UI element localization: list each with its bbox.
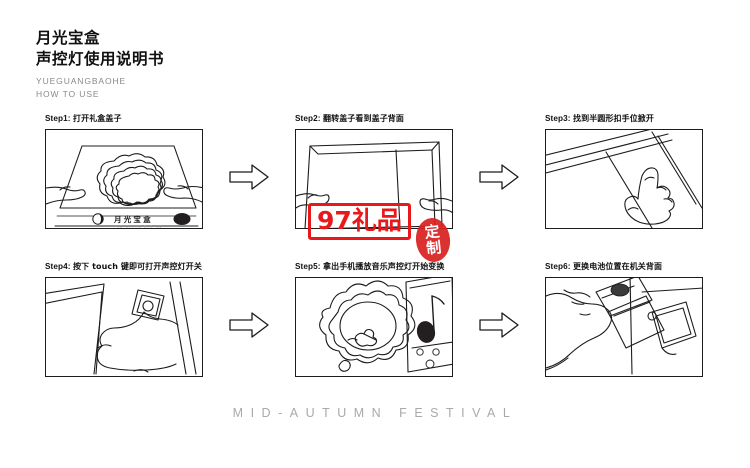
step-3-description: 找到半圆形扣手位掀开 — [573, 114, 654, 123]
arrow-right-icon-2 — [478, 162, 520, 192]
step-2-description: 翻转盖子看到盖子背面 — [323, 114, 404, 123]
step-6-number: Step6: — [545, 262, 571, 271]
step-3-number: Step3: — [545, 114, 571, 123]
arrow-right-icon-3 — [228, 310, 270, 340]
step-1-number: Step1: — [45, 114, 71, 123]
arrow-right-icon-1 — [228, 162, 270, 192]
step-6-label: Step6: 更换电池位置在机关背面 — [545, 261, 705, 272]
step-4-illustration — [45, 277, 203, 377]
step-6: Step6: 更换电池位置在机关背面 — [545, 261, 705, 377]
page-title-line2: 声控灯使用说明书 — [36, 50, 165, 68]
step-1-description: 打开礼盒盖子 — [73, 114, 122, 123]
step-3-illustration — [545, 129, 703, 229]
step-3-label: Step3: 找到半圆形扣手位掀开 — [545, 113, 705, 124]
page-subtitle-pinyin: YUEGUANGBAOHE — [36, 76, 127, 86]
page-header: 月光宝盒 声控灯使用说明书 YUEGUANGBAOHE HOW TO USE — [36, 28, 436, 101]
svg-text:YUE GUANG BAO HE: YUE GUANG BAO HE — [114, 225, 163, 229]
step-3: Step3: 找到半圆形扣手位掀开 — [545, 113, 705, 229]
step-4: Step4: 按下 touch 键即可打开声控灯开关 — [45, 261, 205, 377]
step-1: Step1: 打开礼盒盖子 — [45, 113, 205, 229]
step-5: Step5: 拿出手机播放音乐声控灯开始变换 — [295, 261, 455, 377]
step-2-illustration — [295, 129, 453, 229]
step-1-label: Step1: 打开礼盒盖子 — [45, 113, 205, 124]
step-4-description: 按下 touch 键即可打开声控灯开关 — [73, 262, 202, 271]
step-1-illustration: 月光宝盒 YUE GUANG BAO HE — [45, 129, 203, 229]
page-title-line1: 月光宝盒 — [36, 29, 101, 47]
step-2: Step2: 翻转盖子看到盖子背面 — [295, 113, 455, 229]
step-5-description: 拿出手机播放音乐声控灯开始变换 — [323, 262, 445, 271]
svg-text:月光宝盒: 月光宝盒 — [113, 214, 153, 224]
step-2-label: Step2: 翻转盖子看到盖子背面 — [295, 113, 455, 124]
step-2-number: Step2: — [295, 114, 321, 123]
arrow-right-icon-4 — [478, 310, 520, 340]
step-4-label: Step4: 按下 touch 键即可打开声控灯开关 — [45, 261, 205, 272]
footer-slogan: MID-AUTUMN FESTIVAL — [232, 406, 518, 420]
step-6-illustration — [545, 277, 703, 377]
step-5-illustration — [295, 277, 453, 377]
step-4-number: Step4: — [45, 262, 71, 271]
step-6-description: 更换电池位置在机关背面 — [573, 262, 663, 271]
page-subtitle-howto: HOW TO USE — [36, 89, 100, 99]
step-5-label: Step5: 拿出手机播放音乐声控灯开始变换 — [295, 261, 455, 272]
step-5-number: Step5: — [295, 262, 321, 271]
